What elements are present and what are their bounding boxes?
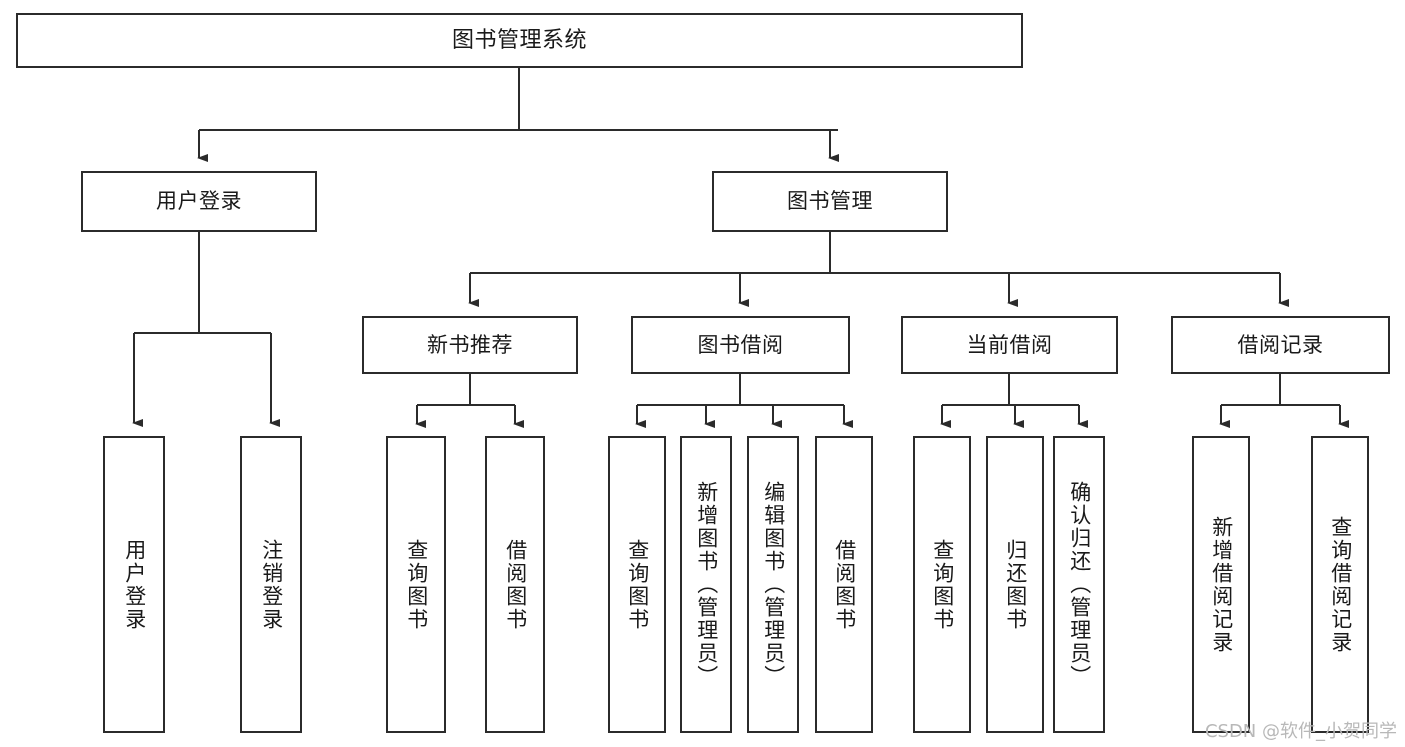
csdn-watermark: CSDN @软件_小贺同学 xyxy=(1204,721,1397,742)
node-leaf-query-book-1[interactable]: 查询图书 xyxy=(386,436,446,733)
node-leaf-borrow-book-1-label: 借阅图书 xyxy=(503,538,528,631)
node-user-login-label: 用户登录 xyxy=(156,189,242,214)
node-book-manage[interactable]: 图书管理 xyxy=(712,171,948,232)
node-leaf-edit-book[interactable]: 编辑图书（管理员） xyxy=(747,436,799,733)
node-root-label: 图书管理系统 xyxy=(451,27,587,53)
node-current-borrow[interactable]: 当前借阅 xyxy=(901,316,1118,374)
node-root[interactable]: 图书管理系统 xyxy=(16,13,1023,68)
node-leaf-confirm-return-label: 确认归还（管理员） xyxy=(1067,481,1092,688)
node-leaf-query-book-2-label: 查询图书 xyxy=(625,538,650,631)
node-book-manage-label: 图书管理 xyxy=(787,189,873,214)
node-borrow-record-label: 借阅记录 xyxy=(1237,332,1324,357)
node-leaf-query-record-label: 查询借阅记录 xyxy=(1328,515,1353,654)
node-leaf-edit-book-label: 编辑图书（管理员） xyxy=(761,481,786,688)
node-current-borrow-label: 当前借阅 xyxy=(966,332,1053,357)
node-book-borrow[interactable]: 图书借阅 xyxy=(631,316,850,374)
node-leaf-add-book-label: 新增图书（管理员） xyxy=(694,481,719,688)
node-leaf-query-book-1-label: 查询图书 xyxy=(404,538,429,631)
node-leaf-borrow-book-2-label: 借阅图书 xyxy=(832,538,857,631)
node-leaf-add-record[interactable]: 新增借阅记录 xyxy=(1192,436,1250,733)
node-book-borrow-label: 图书借阅 xyxy=(697,332,784,357)
node-leaf-query-book-3-label: 查询图书 xyxy=(930,538,955,631)
node-user-login[interactable]: 用户登录 xyxy=(81,171,317,232)
node-leaf-return-book[interactable]: 归还图书 xyxy=(986,436,1044,733)
node-leaf-user-login[interactable]: 用户登录 xyxy=(103,436,165,733)
node-leaf-logout-label: 注销登录 xyxy=(259,538,284,631)
node-leaf-add-record-label: 新增借阅记录 xyxy=(1209,515,1234,654)
node-leaf-confirm-return[interactable]: 确认归还（管理员） xyxy=(1053,436,1105,733)
node-leaf-logout[interactable]: 注销登录 xyxy=(240,436,302,733)
node-leaf-add-book[interactable]: 新增图书（管理员） xyxy=(680,436,732,733)
node-leaf-query-book-2[interactable]: 查询图书 xyxy=(608,436,666,733)
node-new-book-rec[interactable]: 新书推荐 xyxy=(362,316,578,374)
node-leaf-borrow-book-1[interactable]: 借阅图书 xyxy=(485,436,545,733)
node-leaf-return-book-label: 归还图书 xyxy=(1003,538,1028,631)
node-leaf-user-login-label: 用户登录 xyxy=(122,538,147,631)
node-leaf-query-book-3[interactable]: 查询图书 xyxy=(913,436,971,733)
node-leaf-query-record[interactable]: 查询借阅记录 xyxy=(1311,436,1369,733)
node-borrow-record[interactable]: 借阅记录 xyxy=(1171,316,1390,374)
node-new-book-rec-label: 新书推荐 xyxy=(427,332,513,357)
node-leaf-borrow-book-2[interactable]: 借阅图书 xyxy=(815,436,873,733)
